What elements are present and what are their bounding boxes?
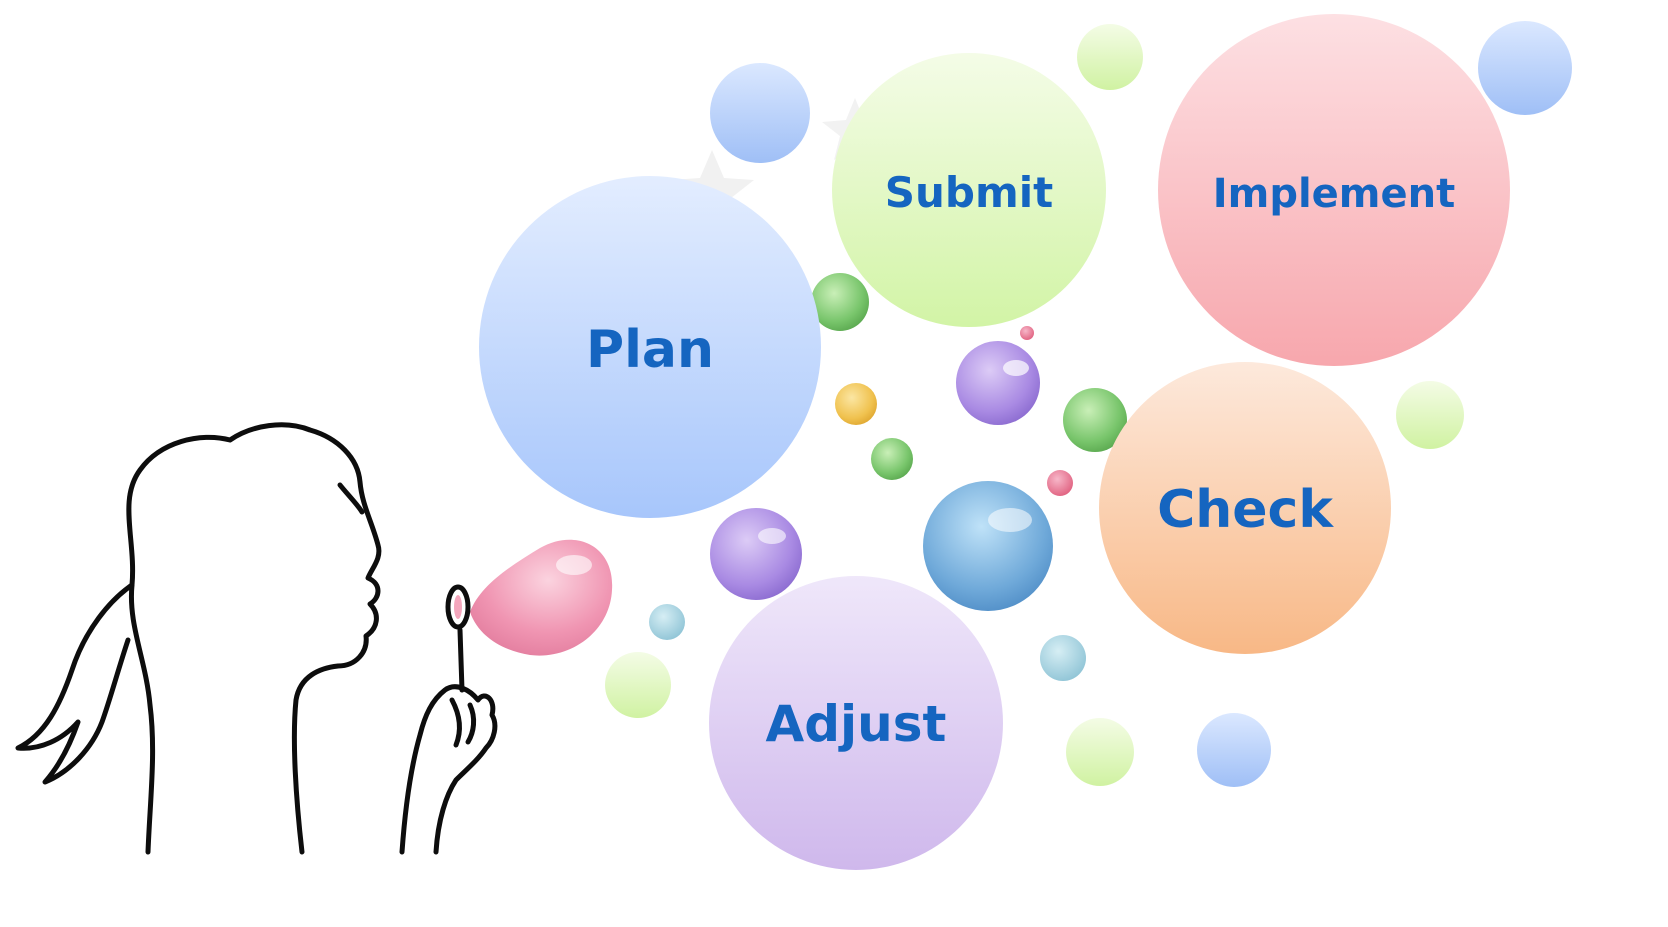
hand [399,684,498,855]
soap-bubble-teal [1040,635,1086,681]
soap-bubble-teal [649,604,685,640]
soap-bubble-green [871,438,913,480]
ponytail [15,582,135,785]
soap-bubble-yellow [835,383,877,425]
soap-bubble-purple [710,508,802,600]
soap-bubble-pink-forming [470,539,613,656]
bubble-small-blue [710,63,810,163]
bubble-small-green [605,652,671,718]
soap-bubble-pink-dot [1020,326,1034,340]
step-bubble-submit: Submit [832,53,1106,327]
bubble-small-blue [1197,713,1271,787]
step-label: Submit [885,168,1053,217]
step-bubble-check: Check [1099,362,1391,654]
bubble-wand-loop [445,584,471,630]
finger [449,697,462,748]
bubble-small-green [1396,381,1464,449]
soap-bubble-pink-dot [1047,470,1073,496]
step-label: Check [1157,480,1334,540]
step-bubble-adjust: Adjust [709,576,1003,870]
finger [465,702,477,745]
step-bubble-implement: Implement [1158,14,1510,366]
hair-strand [337,482,365,515]
soap-bubble-purple [956,341,1040,425]
bubble-small-green [1066,718,1134,786]
bubble-wand [457,627,465,693]
step-label: Plan [586,320,714,380]
bubble-small-green [1077,24,1143,90]
bubble-shine [988,508,1032,532]
step-label: Implement [1213,171,1455,217]
girl-silhouette-illustration [15,422,498,855]
bubble-small-blue [1478,21,1572,115]
decorative-bubbles [470,21,1572,787]
soap-bubble-blue-large [923,481,1053,611]
bubble-shine [556,555,592,575]
bubble-shine [1003,360,1029,376]
step-label: Adjust [766,695,947,753]
wand-loop-film [454,595,462,619]
head-outline [126,422,382,855]
bubble-shine [758,528,786,544]
process-bubbles: Plan Submit Implement Check Adjust [479,14,1510,870]
soap-bubble-green [1063,388,1127,452]
step-bubble-plan: Plan [479,176,821,518]
soap-bubble-green [811,273,869,331]
